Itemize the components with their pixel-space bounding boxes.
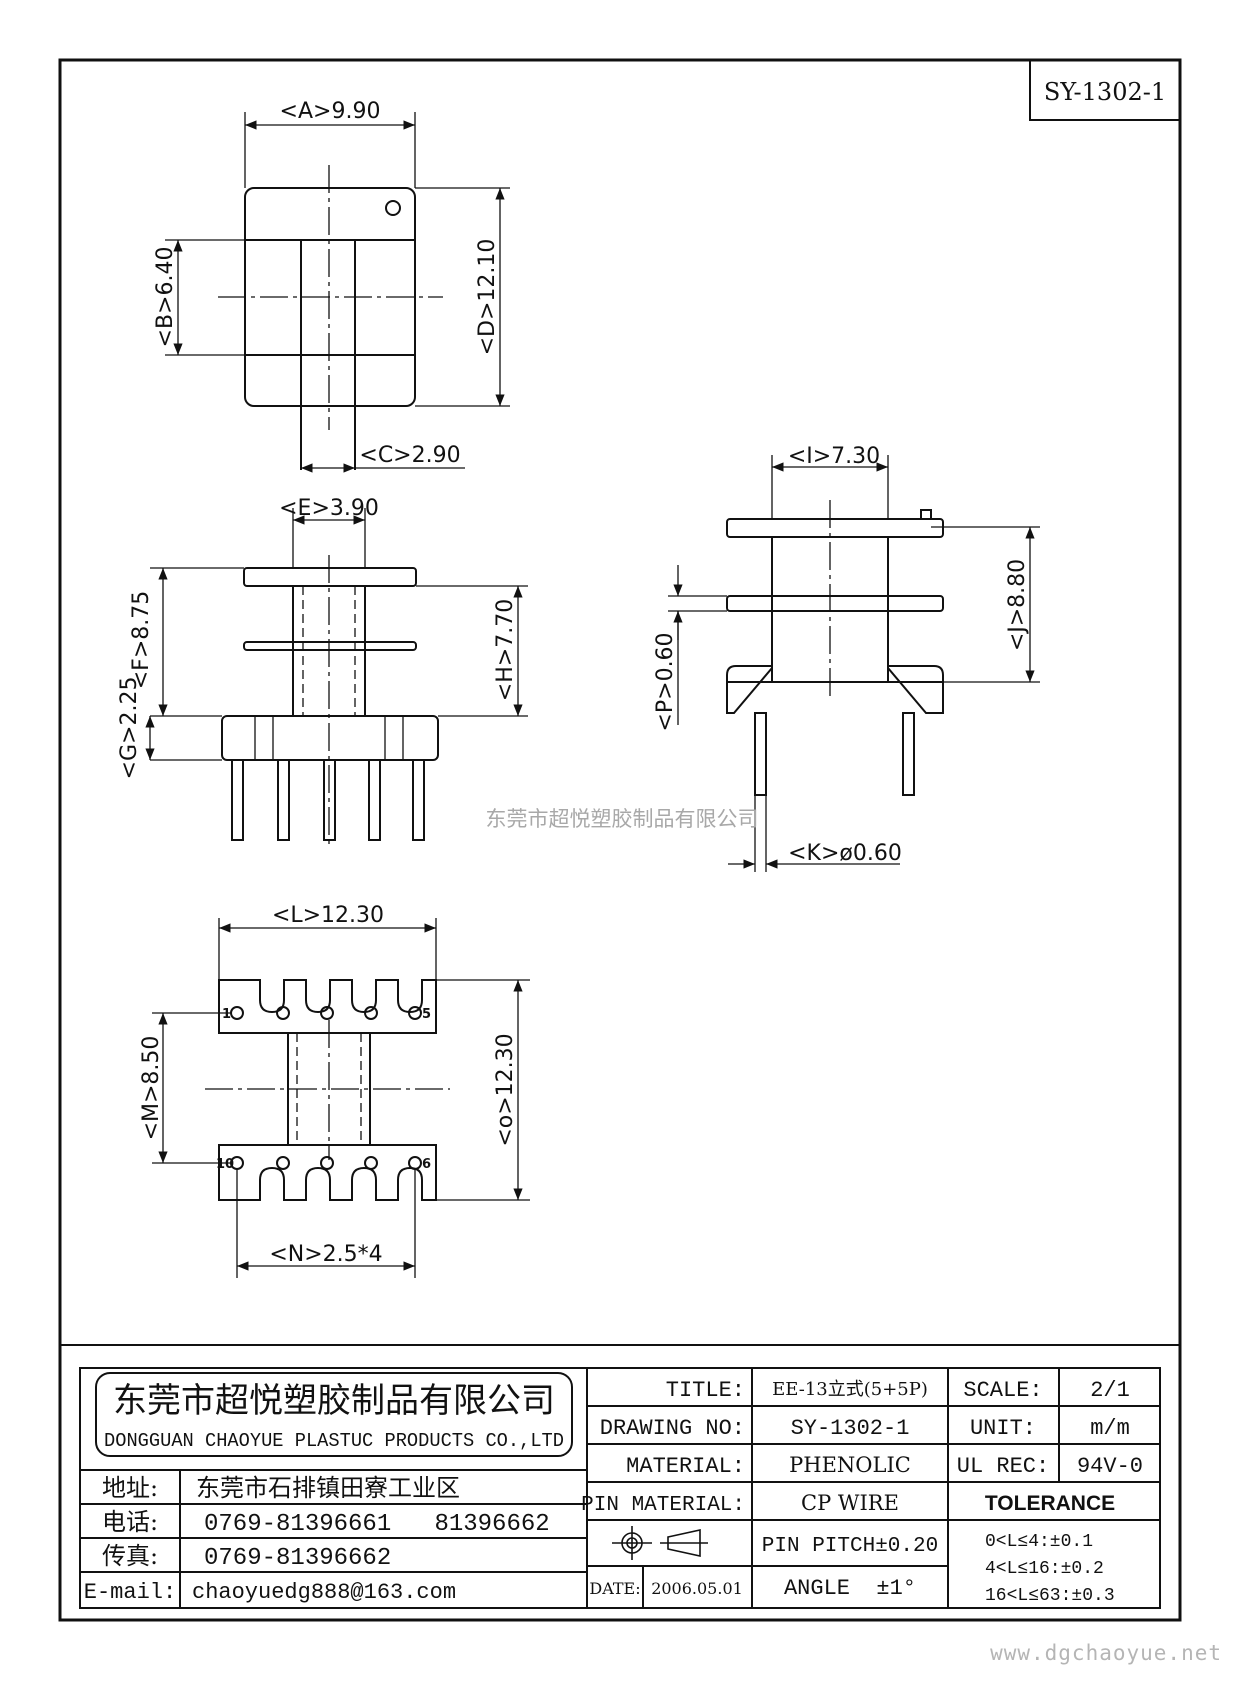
sheet-border bbox=[58, 58, 1182, 1622]
scale-label: SCALE: bbox=[963, 1378, 1042, 1403]
title-label: TITLE: bbox=[666, 1378, 745, 1403]
dim-h: <H>7.70 bbox=[493, 599, 518, 701]
dim-j: <J>8.80 bbox=[1005, 559, 1030, 651]
pin-material-value: CP WIRE bbox=[801, 1491, 899, 1515]
top-view bbox=[165, 112, 510, 473]
unit-label: UNIT: bbox=[970, 1416, 1036, 1441]
side-pin-right bbox=[902, 712, 915, 796]
material-value: PHENOLIC bbox=[789, 1453, 911, 1477]
fax-value: 0769-81396662 bbox=[204, 1545, 391, 1572]
dim-o: <o>12.30 bbox=[493, 1033, 518, 1146]
company-name-en: DONGGUAN CHAOYUE PLASTUC PRODUCTS CO.,LT… bbox=[104, 1430, 564, 1452]
tolerance-line-3: 16<L≤63:±0.3 bbox=[985, 1586, 1115, 1606]
watermark-center: 东莞市超悦塑胶制品有限公司 bbox=[486, 807, 759, 831]
email-label: E-mail: bbox=[84, 1580, 176, 1605]
side-pin-left bbox=[754, 712, 767, 796]
dim-c: <C>2.90 bbox=[359, 443, 460, 468]
dim-m: <M>8.50 bbox=[139, 1036, 164, 1141]
pin-label-10: 10 bbox=[216, 1157, 234, 1172]
drawing-no-label: DRAWING NO: bbox=[600, 1416, 745, 1441]
drawing-code: SY-1302-1 bbox=[1044, 78, 1166, 106]
unit-value: m/m bbox=[1090, 1416, 1130, 1441]
bottom-view bbox=[152, 918, 530, 1278]
material-label: MATERIAL: bbox=[626, 1454, 745, 1479]
dim-e: <E>3.90 bbox=[279, 496, 379, 521]
scale-value: 2/1 bbox=[1090, 1378, 1130, 1403]
angle-tolerance: ANGLE ±1° bbox=[784, 1576, 916, 1601]
dim-n: <N>2.5*4 bbox=[269, 1242, 382, 1267]
code-box bbox=[1029, 59, 1181, 121]
projection-symbol-icon bbox=[612, 1526, 708, 1560]
dim-f: <F>8.75 bbox=[129, 591, 154, 690]
dim-i: <I>7.30 bbox=[788, 444, 880, 469]
pin-label-6: 6 bbox=[422, 1157, 431, 1172]
watermark-corner: www.dgchaoyue.net bbox=[990, 1641, 1222, 1665]
pin1-marker bbox=[385, 200, 401, 216]
dim-l: <L>12.30 bbox=[272, 903, 384, 928]
address-value: 东莞市石排镇田寮工业区 bbox=[196, 1474, 460, 1502]
fax-label: 传真: bbox=[102, 1542, 158, 1570]
side-view bbox=[668, 455, 1040, 872]
date-label: DATE: bbox=[589, 1579, 640, 1598]
pin-pitch: PIN PITCH±0.20 bbox=[762, 1535, 938, 1558]
ul-rec-label: UL REC: bbox=[957, 1454, 1049, 1479]
dim-d: <D>12.10 bbox=[475, 239, 500, 356]
phone-label: 电话: bbox=[102, 1508, 158, 1536]
company-name-cn: 东莞市超悦塑胶制品有限公司 bbox=[113, 1381, 555, 1421]
email-value: chaoyuedg888@163.com bbox=[192, 1580, 456, 1605]
dim-b: <B>6.40 bbox=[153, 247, 178, 348]
drawing-no-value: SY-1302-1 bbox=[791, 1416, 910, 1441]
dim-g: <G>2.25 bbox=[117, 677, 142, 780]
title-block-grid bbox=[79, 1367, 1161, 1609]
address-label: 地址: bbox=[102, 1474, 158, 1502]
pin-label-1: 1 bbox=[222, 1007, 231, 1022]
ul-rec-value: 94V-0 bbox=[1077, 1454, 1143, 1479]
bottom-bottom-flange bbox=[218, 1144, 437, 1201]
front-view bbox=[145, 508, 528, 845]
dim-p: <P>0.60 bbox=[653, 632, 678, 731]
tolerance-line-1: 0<L≤4:±0.1 bbox=[985, 1532, 1093, 1552]
title-value: EE-13立式(5+5P) bbox=[772, 1379, 928, 1400]
phone-value: 0769-81396661 81396662 bbox=[204, 1511, 550, 1538]
pin-material-label: PIN MATERIAL: bbox=[581, 1494, 745, 1517]
dim-k: <K>ø0.60 bbox=[788, 841, 902, 866]
tolerance-heading: TOLERANCE bbox=[985, 1492, 1115, 1515]
dim-a: <A>9.90 bbox=[280, 99, 381, 124]
pin-label-5: 5 bbox=[422, 1007, 431, 1022]
tolerance-line-2: 4<L≤16:±0.2 bbox=[985, 1559, 1104, 1579]
date-value: 2006.05.01 bbox=[651, 1579, 743, 1598]
